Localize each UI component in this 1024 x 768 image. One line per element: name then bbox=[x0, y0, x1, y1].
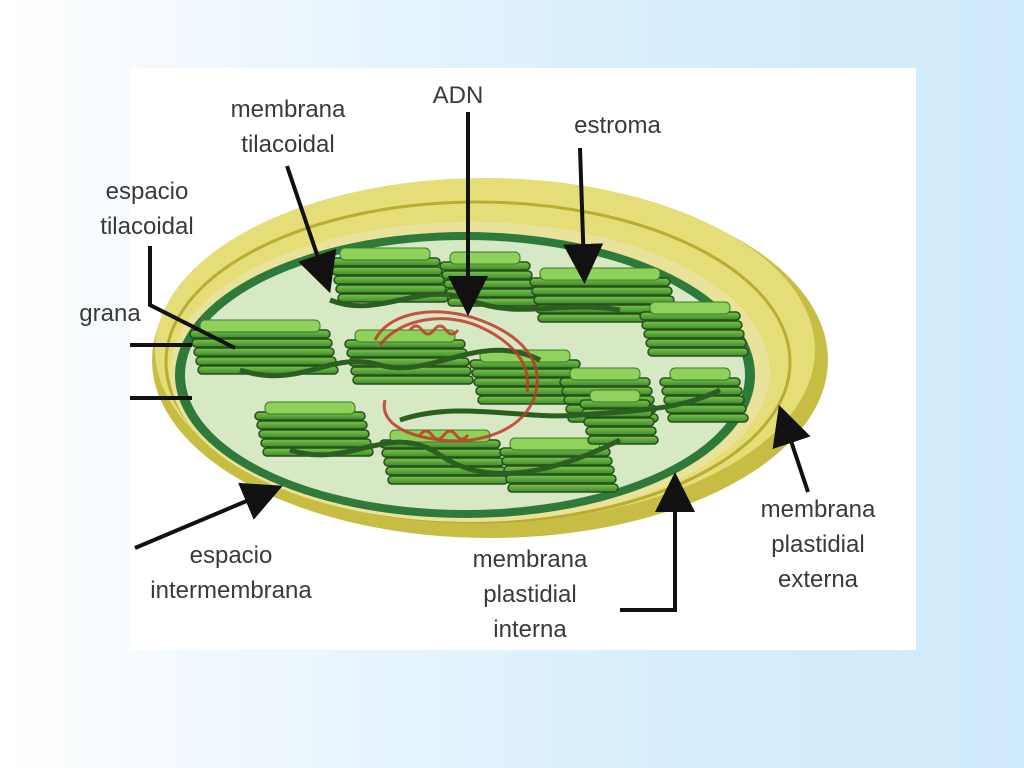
dna-strand bbox=[373, 310, 539, 443]
label-adn: ADN bbox=[432, 82, 484, 109]
arrow-espacio-intermembrana bbox=[134, 482, 283, 550]
arrow-membrana-plastidial-interna bbox=[620, 472, 695, 612]
pointer-arrows bbox=[130, 112, 811, 612]
chloroplast-diagram bbox=[130, 112, 828, 612]
arrow-membrana-plastidial-externa bbox=[772, 404, 811, 493]
granum-stack bbox=[639, 301, 749, 357]
arrow-membrana-tilacoidal bbox=[285, 165, 337, 294]
label-membrana-plastidial-externa: membrana plastidial externa bbox=[760, 496, 876, 593]
arrow-estroma bbox=[563, 147, 604, 284]
label-espacio-intermembrana: espacio intermembrana bbox=[150, 542, 312, 604]
label-membrana-plastidial-interna: membrana plastidial interna bbox=[472, 546, 588, 643]
label-estroma: estroma bbox=[574, 112, 661, 139]
granum-stack bbox=[329, 247, 449, 303]
label-espacio-tilacoidal: espacio tilacoidal bbox=[100, 178, 194, 240]
thylakoid-stacks bbox=[189, 247, 749, 493]
slide-image-panel: membrana tilacoidal ADN estroma espacio … bbox=[79, 68, 916, 650]
label-grana: grana bbox=[79, 300, 141, 327]
granum-stack bbox=[579, 389, 659, 445]
label-membrana-tilacoidal: membrana tilacoidal bbox=[230, 96, 346, 158]
arrow-espacio-tilacoidal bbox=[148, 246, 236, 350]
granum-stack bbox=[189, 319, 339, 375]
